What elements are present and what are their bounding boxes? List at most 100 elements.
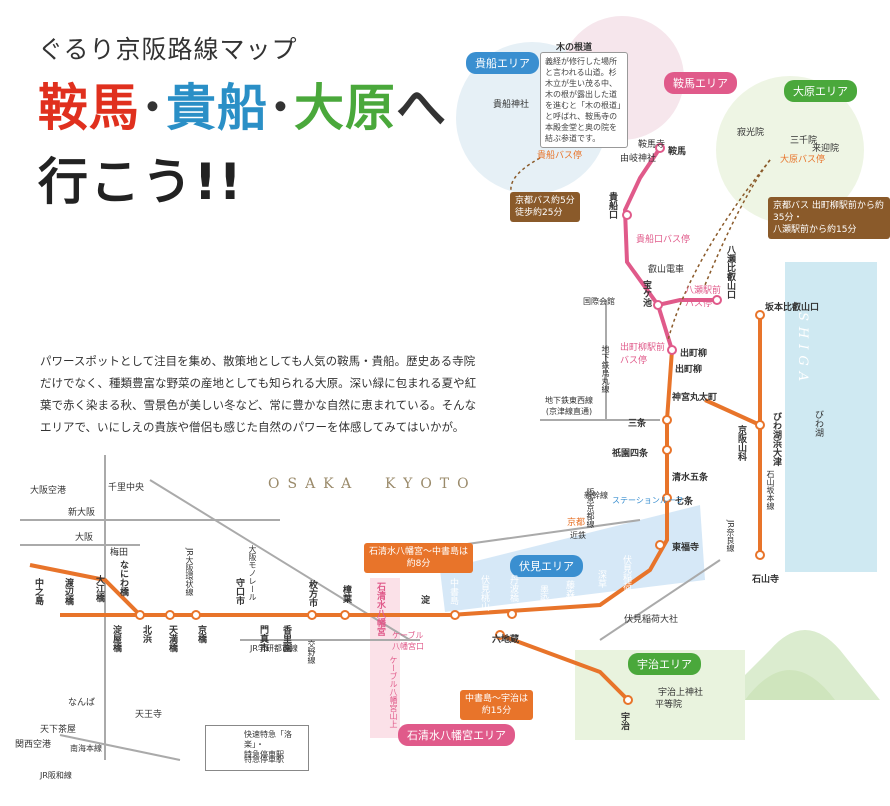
station-marker: [340, 610, 350, 620]
label-kyoto-subway: 地下鉄烏丸線: [601, 345, 610, 393]
label-cable: ケーブル 八幡宮口: [392, 631, 424, 651]
spot-byodoin: 平等院: [655, 700, 683, 710]
station-jingu-marutamachi: 神宮丸太町: [672, 393, 718, 403]
kinone-note: 義経が修行した場所と言われる山道。杉木立が生い茂る中、木の根が露出した道を進むと…: [540, 52, 628, 148]
station-watanabebashi: 渡辺橋: [63, 578, 73, 605]
station-sanjo: 三条: [628, 419, 647, 429]
station-marker: [755, 310, 765, 320]
eizan-line: [622, 146, 717, 308]
station-marker: [655, 540, 665, 550]
label-kintetsu: 近鉄: [570, 531, 586, 540]
label-kokusai: 国際会館: [583, 297, 615, 306]
shinkansen-line: [459, 519, 641, 546]
spot-ohara-bus: 大原バス停: [780, 155, 826, 165]
station-naniwabashi: なにわ橋: [118, 560, 128, 596]
station-tengachaya: 天下茶屋: [40, 725, 77, 735]
station-kyobashi: 京橋: [196, 625, 206, 643]
station-umeda: 梅田: [110, 548, 129, 558]
station-yasehieizanguchi: 八瀬比叡山口: [725, 245, 735, 299]
station-marker: [622, 210, 632, 220]
station-marker: [755, 550, 765, 560]
station-sumizome: 墨染: [538, 585, 548, 603]
label-kyoto: 京都: [567, 518, 586, 528]
label-shinkansen: 新幹線: [584, 491, 608, 500]
label-monorail: 大阪モノレール: [248, 545, 257, 601]
station-senri-chuo: 千里中央: [108, 483, 145, 493]
station-yodo: 淀: [419, 595, 429, 604]
title-part: ･: [268, 79, 294, 137]
area-iwashimizu: 石清水八幡宮エリア: [398, 724, 515, 746]
legend-limited: 特急停車駅: [244, 755, 284, 764]
station-ishiyamadera: 石山寺: [752, 575, 780, 585]
station-kiyomizu-gojo: 清水五条: [672, 473, 709, 483]
kibune-bus-callout: 京都バス約5分 徒歩約25分: [510, 192, 580, 222]
station-uji: 宇治: [619, 712, 629, 730]
area-kibune: 貴船エリア: [466, 52, 539, 74]
title-part: ･: [140, 79, 166, 137]
area-uji: 宇治エリア: [628, 653, 701, 675]
station-fushimi-inari: 伏見稲荷: [621, 555, 631, 591]
title-part: 大原: [294, 79, 396, 137]
station-kibuneguchi: 貴船口: [607, 192, 617, 219]
area-fushimi: 伏見エリア: [510, 555, 583, 577]
station-marker: [495, 630, 505, 640]
station-tennoji: 天王寺: [135, 710, 163, 720]
legend-express: 快速特急「洛楽」・ 特急停車駅: [244, 730, 292, 759]
station-chushojima: 中書島: [448, 578, 458, 605]
station-yodoyabashi: 淀屋橋: [111, 625, 121, 652]
station-nakanoshima: 中之島: [33, 578, 43, 605]
label-cable-yama: ケーブル八幡宮山上: [389, 656, 398, 728]
station-oebashi: 大江橋: [94, 575, 104, 602]
spot-kurama-temple: 鞍馬寺: [638, 140, 666, 150]
station-kadoma: 門真市: [258, 625, 268, 652]
spot-sanzenin: 三千院: [790, 136, 818, 146]
station-kurama: 鞍馬: [668, 147, 687, 157]
label-jr-gakkentoshi: JR学研都市線: [250, 644, 298, 653]
station-kitahama: 北浜: [141, 625, 151, 643]
label-jr-osaka-loop: JR大阪環状線: [185, 548, 194, 596]
station-fukakusa: 深草: [596, 570, 606, 588]
station-moriguchishi: 守口市: [234, 578, 244, 605]
page-title: 鞍馬･貴船･大原へ: [38, 76, 447, 140]
description-text: パワースポットとして注目を集め、散策地としても人気の鞍馬・貴船。歴史ある寺院だけ…: [40, 354, 477, 434]
hill-shape: [745, 670, 835, 700]
station-marker: [450, 610, 460, 620]
title-part: へ: [396, 79, 447, 137]
spot-fushimi-inari: 伏見稲荷大社: [624, 615, 679, 625]
label-nankai: 南海本線: [70, 744, 102, 753]
station-marker: [662, 415, 672, 425]
station-biwako-hamaotsu: びわ湖浜大津: [771, 412, 781, 466]
keihan-uji-line: [499, 633, 630, 702]
kibuneguchi-bus-label: 貴船口バス停: [636, 235, 691, 245]
label-jr-hanwa: JR阪和線: [40, 771, 72, 780]
kibune-bus-route: [510, 157, 541, 201]
region-kyoto: KYOTO: [385, 476, 477, 492]
region-shiga: SHIGA: [795, 312, 810, 388]
station-takaragaike: 宝ケ池: [641, 280, 651, 307]
station-osaka: 大阪: [75, 533, 94, 543]
area-kurama: 鞍馬エリア: [664, 72, 737, 94]
station-marker: [191, 610, 201, 620]
spot-yuki-shrine: 由岐神社: [620, 154, 657, 164]
station-demachiyanagi: 出町柳: [680, 349, 708, 359]
legend: 快速特急「洛楽」・ 特急停車駅 特急停車駅: [205, 725, 309, 771]
station-marker: [667, 345, 677, 355]
label-katano: 交野線: [307, 640, 316, 664]
station-namba: なんば: [68, 698, 96, 708]
label-tozai: 地下鉄東西線 (京津線直通): [545, 396, 593, 416]
spot-kinone: 木の根道: [556, 43, 593, 53]
station-kuzuha: 樟葉: [341, 585, 351, 603]
yase-bus-label: 八瀬駅前 バス停: [685, 286, 722, 309]
label-jr-nara: JR奈良線: [726, 520, 735, 552]
station-marker: [712, 295, 722, 305]
station-marker: [307, 610, 317, 620]
page-subtitle: ぐるり京阪路線マップ: [38, 35, 298, 64]
station-gion-shijo: 祇園四条: [612, 449, 649, 459]
station-marker: [655, 143, 665, 153]
station-sakamoto: 坂本比叡山口: [765, 303, 820, 313]
station-iwashimizu: 石清水八幡宮: [375, 582, 385, 636]
spot-kibune-bus: 貴船バス停: [537, 151, 583, 161]
station-marker: [507, 609, 517, 619]
jr-nara-line: [599, 559, 721, 641]
